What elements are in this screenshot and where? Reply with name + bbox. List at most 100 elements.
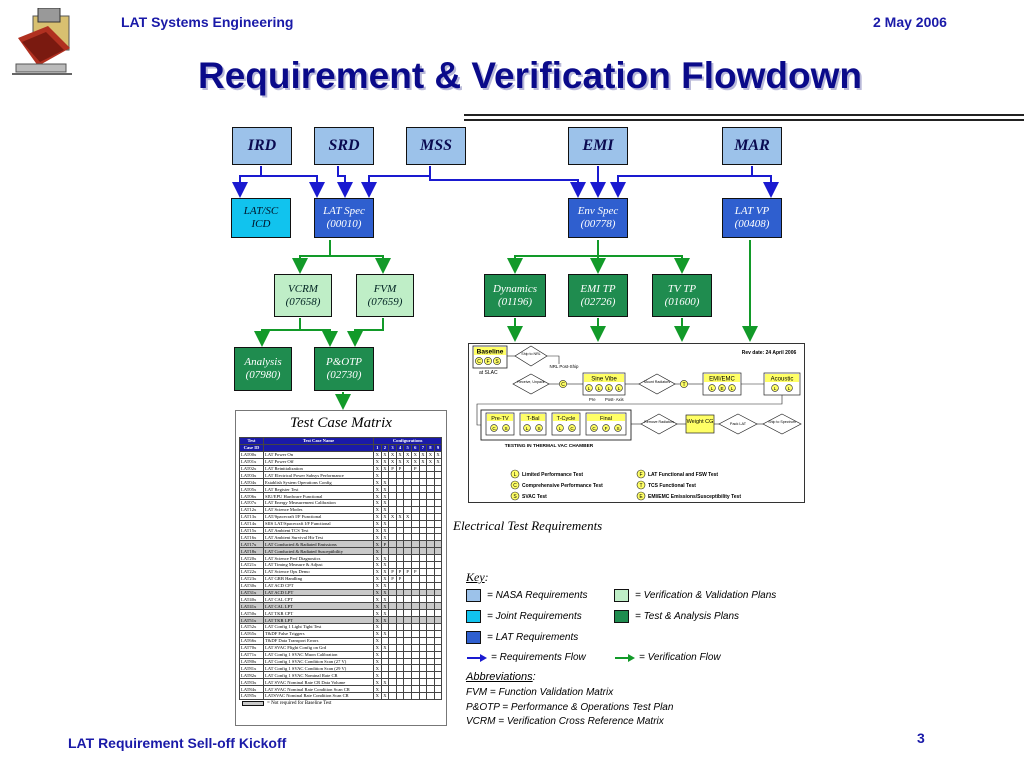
vcrm-line2: (07658) — [285, 295, 321, 308]
tcm-config-mark — [410, 685, 420, 693]
tcm-config-mark — [410, 609, 420, 618]
tcm-config-mark — [388, 636, 397, 645]
tcm-config-mark — [403, 485, 412, 494]
tcm-config-mark — [433, 643, 443, 652]
tcm-config-mark — [433, 499, 443, 507]
tcm-config-mark: X — [403, 450, 412, 459]
tcm-config-mark — [403, 609, 412, 618]
tcm-config-mark: X — [433, 450, 443, 459]
tcm-config-mark: X — [403, 457, 412, 466]
tcm-config-mark: P — [395, 567, 405, 576]
potp-line2: (02730) — [326, 369, 362, 381]
tcm-config-mark — [426, 623, 435, 631]
tcm-config-mark — [426, 616, 435, 625]
tcm-case-id: LAT20x — [239, 554, 264, 563]
etr-diagram: Baseline C F S at SLAC Ship to NRL NRL P… — [472, 345, 802, 501]
tcm-config-mark — [395, 554, 405, 563]
tcm-config-mark — [403, 671, 412, 680]
lat-swatch — [466, 631, 481, 644]
tcm-case-id: LAT05x — [239, 485, 264, 494]
tcm-config-mark — [403, 492, 412, 501]
tcm-case-id: LAT85x — [239, 691, 264, 700]
tcm-config-mark — [395, 678, 405, 687]
key-title: Key — [466, 570, 485, 584]
tcm-config-mark: P — [388, 574, 397, 583]
tcm-config-mark: X — [373, 650, 382, 659]
tcm-case-name: T&DF False Triggers — [263, 629, 374, 638]
tcm-case-name: LAT Config 1 Light Tight Test — [263, 623, 374, 631]
lat-vp-line1: LAT VP — [734, 205, 770, 217]
tcm-config-mark — [410, 678, 420, 687]
tcm-config-mark: X — [380, 505, 390, 514]
tcm-config-mark — [388, 588, 397, 597]
tcm-case-name: LAT Science Modes — [263, 505, 374, 514]
etr-ship-nrl: Ship to NRL — [521, 352, 540, 356]
env-spec-line2: (00778) — [580, 218, 616, 230]
abbreviations-heading: Abbreviations: — [466, 671, 536, 683]
vv-swatch — [614, 589, 629, 602]
tcm-config-mark — [433, 691, 443, 700]
tcm-config-mark: X — [380, 554, 390, 563]
tcm-config-mark — [418, 671, 428, 680]
tcm-config-mark — [418, 526, 428, 535]
tcm-config-mark: X — [373, 471, 382, 480]
tcm-config-mark — [388, 643, 397, 652]
tcm-config-mark — [410, 574, 420, 583]
tcm-config-mark — [418, 533, 428, 542]
tcm-case-name: LAT Config 1 SVAC Condition Scan (27 V) — [263, 657, 374, 666]
tcm-config-mark — [403, 540, 412, 549]
lat-vp-line2: (00408) — [734, 218, 770, 230]
tcm-config-mark — [426, 650, 435, 659]
tcm-config-mark — [403, 574, 412, 583]
tcm-config-mark: X — [380, 464, 390, 473]
tcm-config-mark — [418, 691, 428, 700]
tcm-config-mark — [403, 533, 412, 542]
title-rule-top — [464, 114, 1024, 116]
tcm-case-id: LAT00x — [239, 450, 264, 459]
emi-tp-box: EMI TP (02726) — [568, 274, 628, 317]
dynamics-box: Dynamics (01196) — [484, 274, 546, 317]
electrical-test-caption: Electrical Test Requirements — [453, 518, 603, 533]
mss-label: MSS — [419, 137, 453, 154]
vcrm-box: VCRM (07658) — [274, 274, 332, 317]
tcm-case-name: LAT TKR CPT — [263, 609, 374, 618]
tcm-config-mark — [395, 623, 405, 631]
tcm-config-mark — [433, 664, 443, 673]
tcm-case-name: LAT Energy Measurement Calibration — [263, 499, 374, 507]
tap-swatch — [614, 610, 629, 623]
etr-thermal-label: TESTING IN THERMAL VAC CHAMBER — [505, 443, 594, 449]
tcm-case-id: LAT66x — [239, 636, 264, 645]
tcm-config-mark: X — [373, 602, 382, 611]
tcm-config-mark — [426, 609, 435, 618]
tcm-case-name: LAT Ambient TCS Test — [263, 526, 374, 535]
tcm-config-mark: X — [373, 678, 382, 687]
tcm-case-id: LAT80x — [239, 657, 264, 666]
tcm-config-mark: X — [380, 678, 390, 687]
tcm-config-mark — [418, 485, 428, 494]
tcm-config-mark — [410, 519, 420, 528]
tcm-config-mark — [426, 561, 435, 569]
tcm-config-mark — [426, 512, 435, 521]
tcm-config-mark — [403, 478, 412, 487]
fvm-line1: FVM — [373, 282, 397, 295]
ird-box: IRD — [232, 127, 292, 165]
tcm-config-mark — [418, 678, 428, 687]
tcm-col-caseid: Case ID — [239, 443, 264, 452]
tcm-config-mark — [388, 540, 397, 549]
tcm-config-mark — [395, 671, 405, 680]
srd-label: SRD — [328, 137, 360, 154]
tcm-case-name: LAT SVAC Flight Config on Grd — [263, 643, 374, 652]
key-lat: = LAT Requirements — [466, 631, 578, 644]
tcm-case-id: LAT31x — [239, 588, 264, 597]
tcm-config-mark — [395, 616, 405, 625]
tcm-case-name: LAT Science Ops Demo — [263, 567, 374, 576]
tcm-config-mark — [395, 478, 405, 487]
